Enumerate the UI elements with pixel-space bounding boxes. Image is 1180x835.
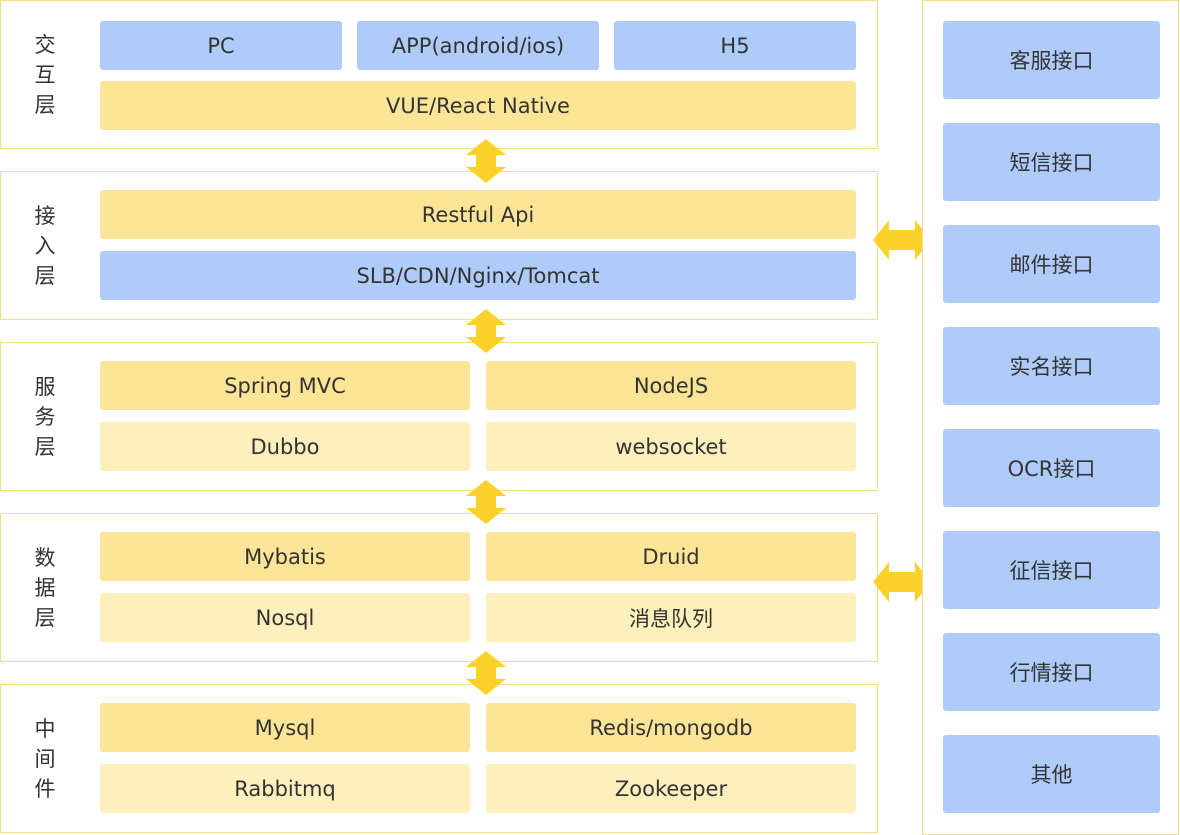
- customer-service-interface: 客服接口: [943, 21, 1160, 99]
- arrow-service-data: [466, 480, 506, 524]
- arrow-access-interfaces: [873, 220, 931, 260]
- layer-label: 接 入 层: [34, 203, 56, 288]
- slb-box: SLB/CDN/Nginx/Tomcat: [100, 251, 856, 300]
- external-interfaces-panel: 客服接口 短信接口 邮件接口 实名接口 OCR接口 征信接口 行情接口 其他: [922, 0, 1179, 835]
- dubbo-box: Dubbo: [100, 422, 470, 471]
- websocket-box: websocket: [486, 422, 856, 471]
- layer-access: 接 入 层 Restful Api SLB/CDN/Nginx/Tomcat: [0, 171, 878, 320]
- mysql-box: Mysql: [100, 703, 470, 752]
- h5-box: H5: [614, 21, 856, 70]
- layer-label: 交 互 层: [34, 32, 56, 117]
- vue-react-native-box: VUE/React Native: [100, 81, 856, 130]
- layer-interaction: 交 互 层 PC APP(android/ios) H5 VUE/React N…: [0, 0, 878, 149]
- druid-box: Druid: [486, 532, 856, 581]
- credit-interface: 征信接口: [943, 531, 1160, 609]
- layer-service: 服 务 层 Spring MVC NodeJS Dubbo websocket: [0, 342, 878, 491]
- nodejs-box: NodeJS: [486, 361, 856, 410]
- arrow-data-interfaces: [873, 562, 931, 602]
- email-interface: 邮件接口: [943, 225, 1160, 303]
- real-name-interface: 实名接口: [943, 327, 1160, 405]
- rabbitmq-box: Rabbitmq: [100, 764, 470, 813]
- sms-interface: 短信接口: [943, 123, 1160, 201]
- app-box: APP(android/ios): [357, 21, 599, 70]
- nosql-box: Nosql: [100, 593, 470, 642]
- arrow-data-middleware: [466, 651, 506, 695]
- arrow-access-service: [466, 309, 506, 353]
- layer-label: 数 据 层: [34, 545, 56, 630]
- message-queue-box: 消息队列: [486, 593, 856, 642]
- market-interface: 行情接口: [943, 633, 1160, 711]
- restful-api-box: Restful Api: [100, 190, 856, 239]
- ocr-interface: OCR接口: [943, 429, 1160, 507]
- arrow-interaction-access: [466, 139, 506, 183]
- redis-mongodb-box: Redis/mongodb: [486, 703, 856, 752]
- pc-box: PC: [100, 21, 342, 70]
- layer-data: 数 据 层 Mybatis Druid Nosql 消息队列: [0, 513, 878, 662]
- mybatis-box: Mybatis: [100, 532, 470, 581]
- layer-label: 中 间 件: [34, 716, 56, 801]
- layer-label: 服 务 层: [34, 374, 56, 459]
- spring-mvc-box: Spring MVC: [100, 361, 470, 410]
- other-interface: 其他: [943, 735, 1160, 813]
- zookeeper-box: Zookeeper: [486, 764, 856, 813]
- layer-middleware: 中 间 件 Mysql Redis/mongodb Rabbitmq Zooke…: [0, 684, 878, 833]
